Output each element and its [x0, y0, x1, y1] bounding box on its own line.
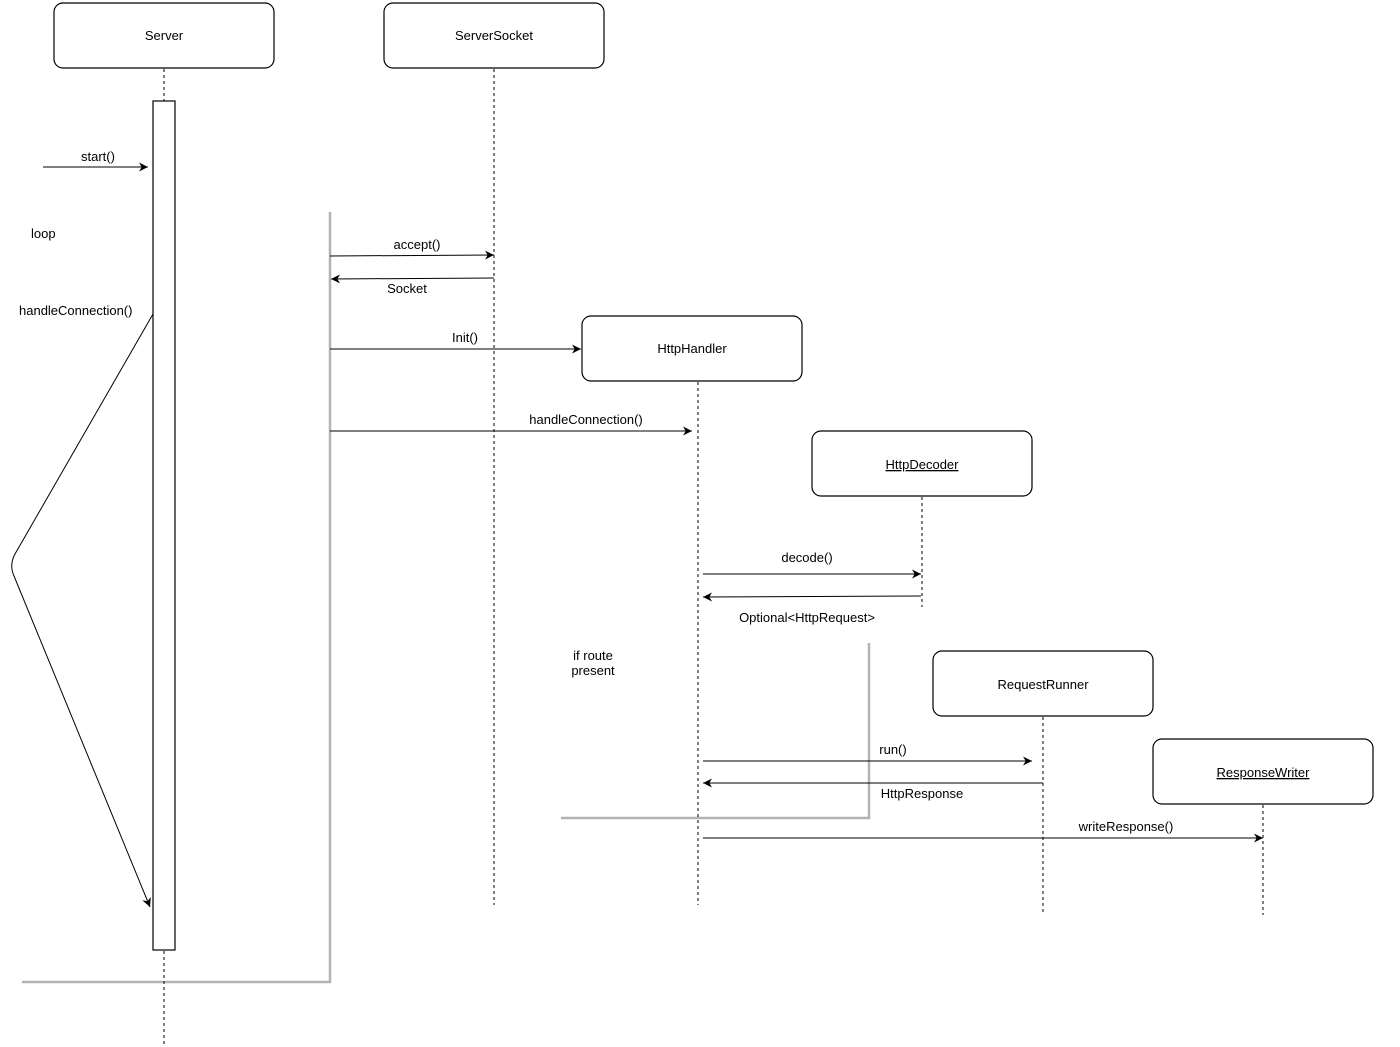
run-message-label: run(): [879, 742, 906, 757]
server-activation-bar: [152, 100, 176, 951]
condition-label-line2: present: [571, 663, 615, 678]
http-handler-participant[interactable]: HttpHandler: [581, 315, 803, 382]
condition-label-line1: if route: [573, 648, 613, 663]
start-message-label: start(): [81, 149, 115, 164]
http-response-return-label: HttpResponse: [881, 786, 963, 801]
response-writer-participant[interactable]: ResponseWriter: [1152, 738, 1374, 805]
http-decoder-participant-label: HttpDecoder: [886, 457, 960, 472]
server-socket-participant[interactable]: ServerSocket: [383, 2, 605, 69]
loop-label: loop: [31, 226, 56, 241]
request-runner-participant[interactable]: RequestRunner: [932, 650, 1154, 717]
response-writer-participant-label: ResponseWriter: [1217, 765, 1311, 780]
optional-request-return-label: Optional<HttpRequest>: [739, 610, 875, 625]
accept-message-label: accept(): [394, 237, 441, 252]
optional-request-return-arrow: [702, 592, 922, 602]
http-decoder-participant[interactable]: HttpDecoder: [811, 430, 1033, 497]
http-handler-participant-label: HttpHandler: [657, 341, 727, 356]
loop-frame: [22, 212, 332, 984]
if-route-frame: [561, 643, 871, 820]
socket-return-label: Socket: [387, 281, 427, 296]
request-runner-participant-label: RequestRunner: [997, 677, 1089, 692]
loop-body-label: handleConnection(): [19, 303, 132, 318]
accept-message-arrow: [329, 250, 495, 260]
handle-connection-message-label: handleConnection(): [529, 412, 642, 427]
handle-connection-self-call-arrow: [11, 313, 154, 908]
socket-return-arrow: [330, 274, 495, 284]
decode-message-label: decode(): [781, 550, 832, 565]
init-message-label: Init(): [452, 330, 478, 345]
server-participant[interactable]: Server: [53, 2, 275, 69]
write-response-message-label: writeResponse(): [1078, 819, 1174, 834]
server-participant-label: Server: [145, 28, 184, 43]
server-socket-participant-label: ServerSocket: [455, 28, 533, 43]
